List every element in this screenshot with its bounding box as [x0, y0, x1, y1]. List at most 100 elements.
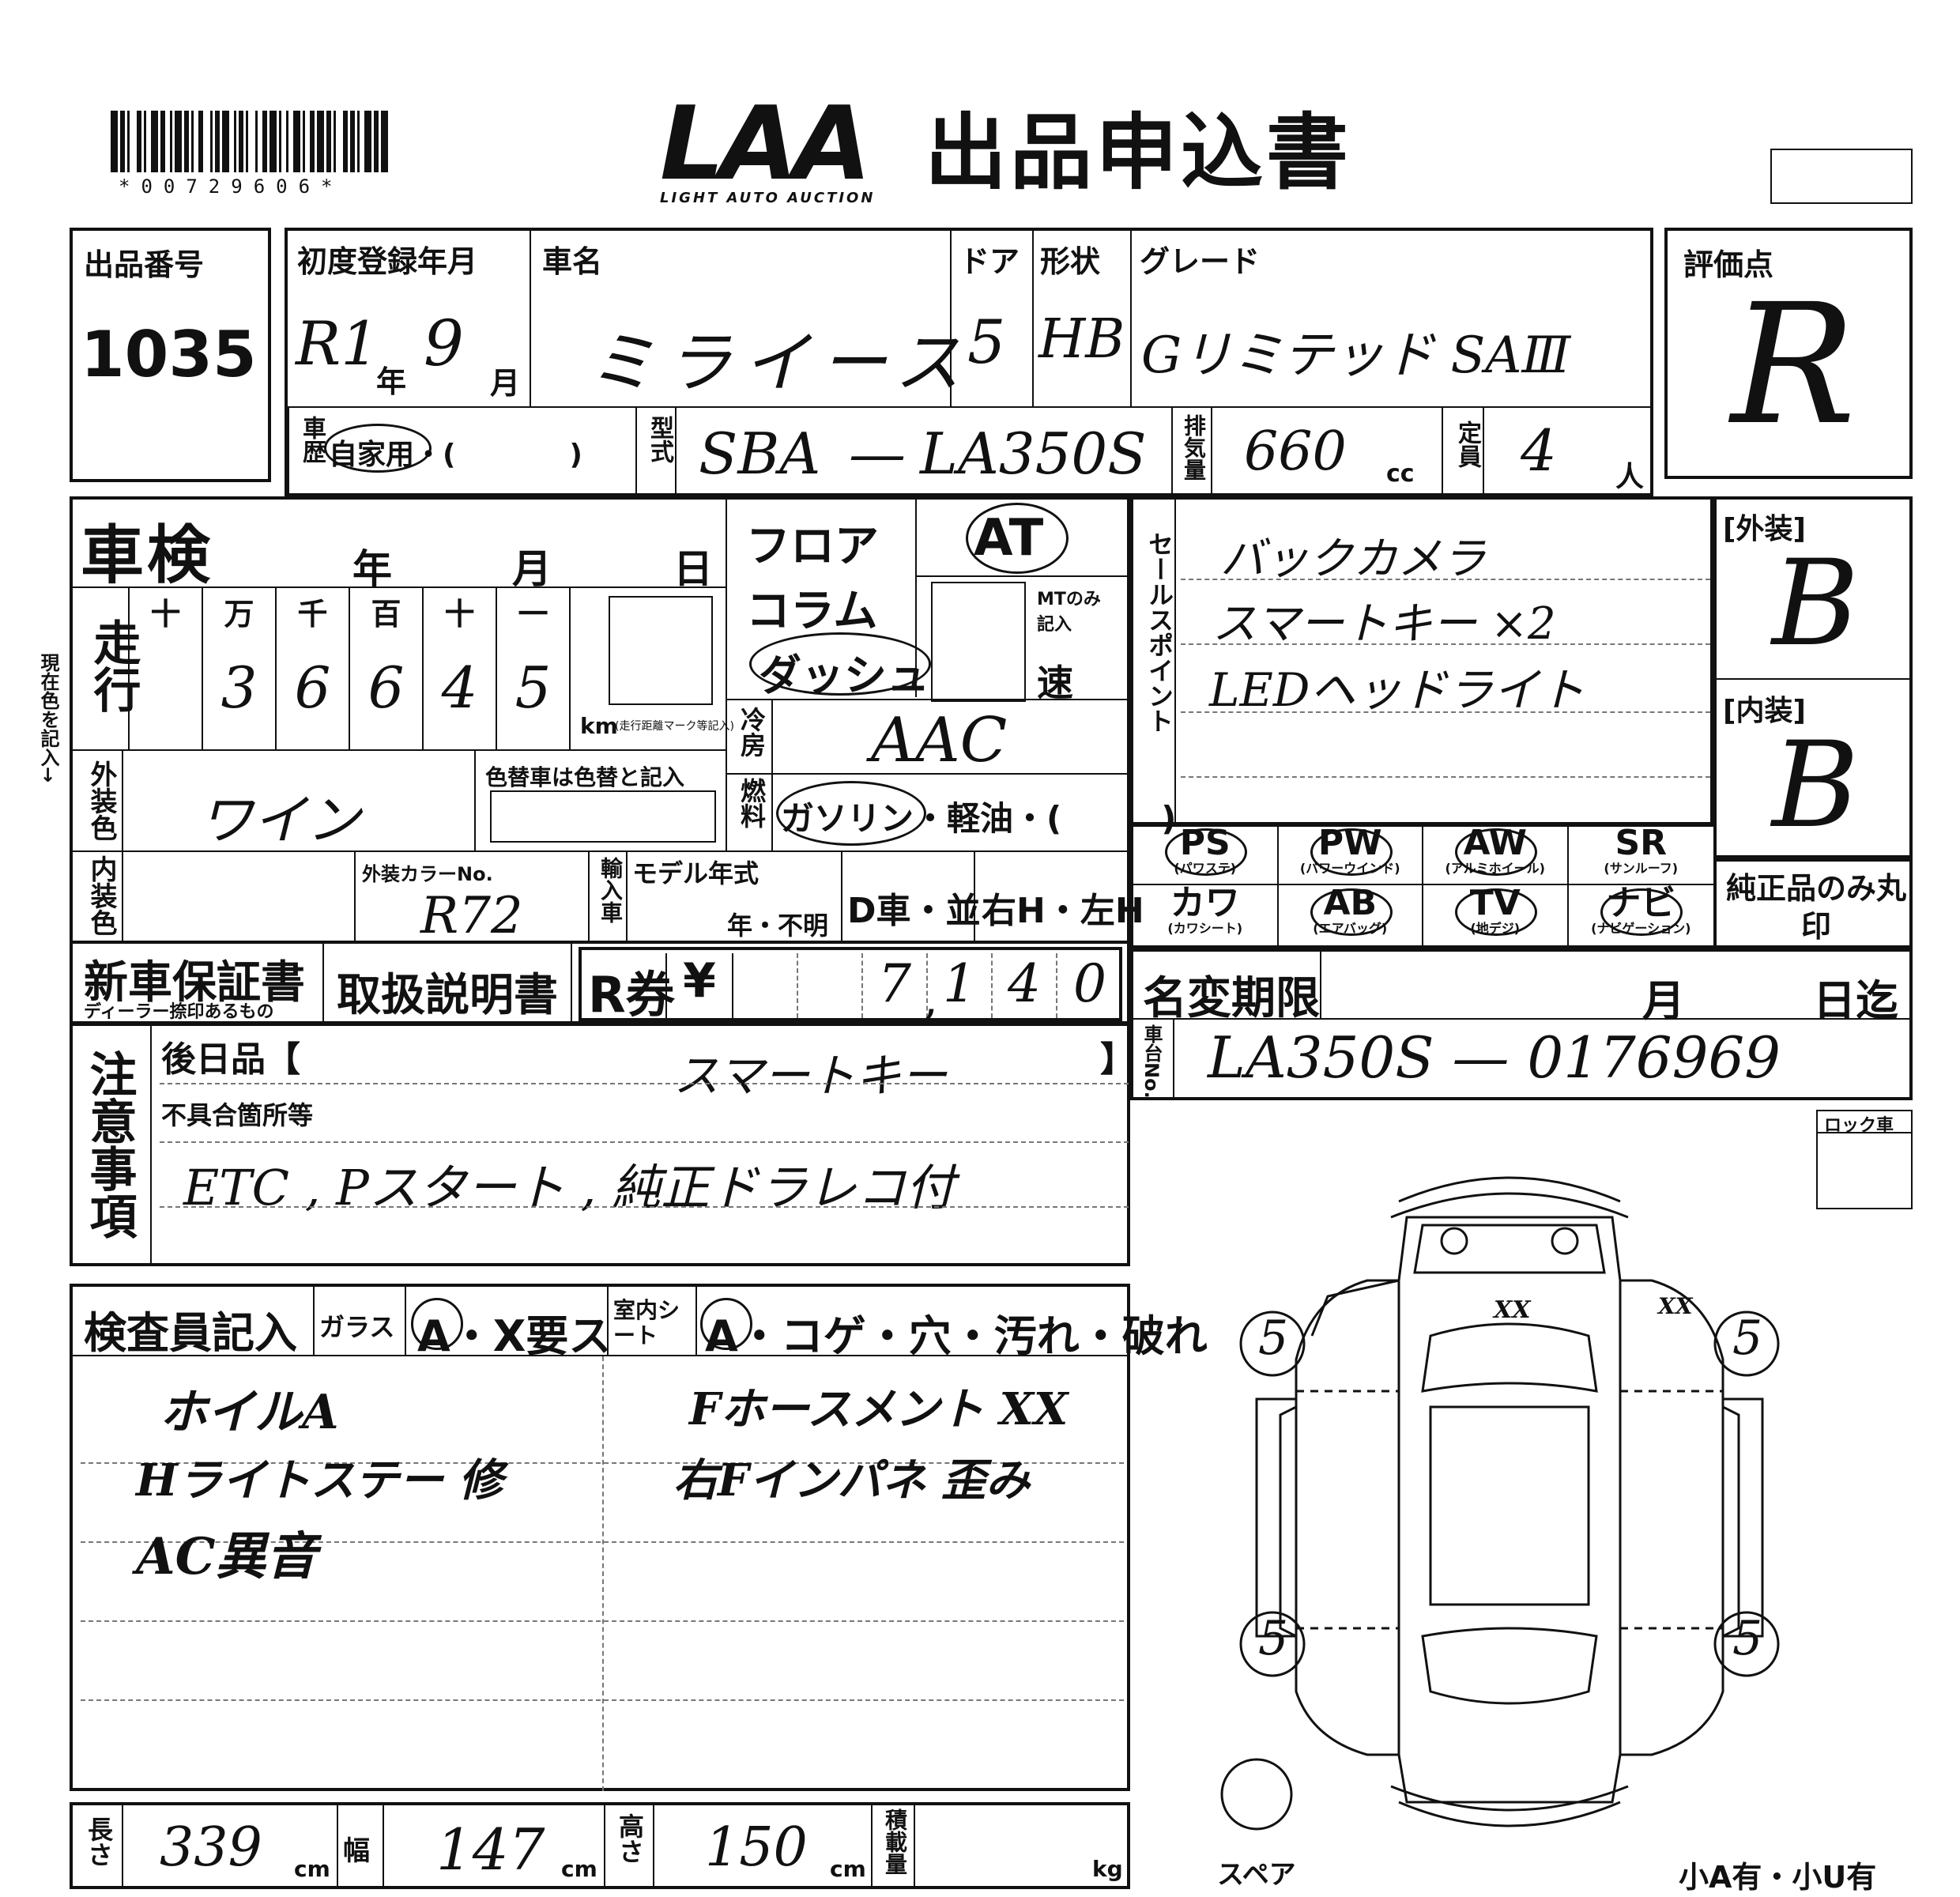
inspector-divider	[602, 1356, 604, 1791]
small-parts-label: 小A有・小U有	[1679, 1860, 1877, 1895]
model-year-label: モデル年式	[632, 858, 760, 888]
barcode-bar	[255, 111, 258, 172]
mileage-column: 十	[128, 586, 202, 749]
displacement-value: 660	[1244, 421, 1347, 483]
exterior-color-label: 外装色	[85, 760, 117, 841]
mileage-unit: km	[580, 713, 618, 739]
notes-box: 注意事項 後日品【 スマートキー 】 不具合箇所等 ETC , Pスタート , …	[70, 1023, 1135, 1266]
vehicle-info-box: 初度登録年月 R1 年 9 月 車名 ミライース ドア 5 形状 HB グレード…	[285, 228, 1653, 496]
barcode-bar	[270, 111, 277, 172]
exterior-color-value: ワイン	[199, 790, 361, 852]
car-name-label: 車名	[542, 244, 603, 279]
equipment-AW: AW(アルミホイール)	[1423, 825, 1569, 885]
tire-rr: 5	[1732, 1611, 1763, 1666]
barcode-bar	[262, 111, 267, 172]
name-change-box: 名変期限 月 日迄 車台No. LA350S — 0176969	[1130, 948, 1913, 1100]
barcode-bar	[334, 111, 336, 172]
mileage-place-header: 百	[371, 597, 401, 632]
score-label: 評価点	[1683, 247, 1774, 282]
barcode-bar	[111, 111, 118, 172]
mileage-label: 走行	[85, 618, 141, 713]
aircon-label: 冷房	[737, 707, 767, 757]
warranty-label: 新車保証書	[84, 957, 305, 1009]
sales-point-1: バックカメラ	[1220, 534, 1486, 585]
handle-options: 右H・左H	[982, 891, 1144, 931]
equipment-PW: PW(パワーウインド)	[1278, 825, 1423, 885]
current-color-note: 現在色を記入→	[37, 653, 59, 783]
seat-label: 室内シート	[613, 1297, 680, 1348]
inspector-note-1: ホイルA	[160, 1385, 339, 1440]
inspector-note-2: Hライトステー 修	[136, 1454, 503, 1507]
color-no-label: 外装カラーNo.	[362, 863, 493, 885]
equipment-box: PS(パワステ)PW(パワーウインド)AW(アルミホイール)SR(サンルーフ)カ…	[1130, 822, 1717, 948]
reg-label: 初度登録年月	[297, 244, 478, 279]
chassis-value: LA350S — 0176969	[1208, 1024, 1781, 1091]
inspector-note-3: AC異音	[136, 1527, 317, 1586]
height-value: 150	[705, 1816, 808, 1879]
width-value: 147	[436, 1816, 545, 1883]
tire-fl: 5	[1258, 1311, 1289, 1366]
shift-dash-circle	[749, 632, 931, 696]
sales-point-label: セールスポイント	[1144, 531, 1174, 734]
reg-era: R1	[296, 308, 379, 379]
barcode-number: *00729606*	[119, 175, 344, 198]
interior-grade-label: [内装]	[1723, 695, 1806, 727]
barcode-bar	[381, 111, 388, 172]
model-code: LA350S	[920, 421, 1147, 487]
grade-label: グレード	[1140, 244, 1261, 279]
equipment-circle	[1310, 888, 1393, 936]
equipment-circle	[1600, 888, 1683, 936]
defects-value: ETC , Pスタート , 純正ドラレコ付	[183, 1159, 956, 1216]
barcode-bar	[303, 111, 305, 172]
barcode-bar	[191, 111, 194, 172]
barcode-bar	[210, 111, 213, 172]
equipment-TV: TV(地デジ)	[1423, 885, 1569, 945]
equipment-AB: AB(エアバッグ)	[1279, 885, 1423, 945]
fuel-label: 燃料	[737, 778, 767, 828]
exterior-grade-value: B	[1772, 535, 1860, 673]
barcode-bar	[239, 111, 243, 172]
mt-note: MTのみ記入	[1037, 590, 1101, 635]
reg-month-unit: 月	[490, 366, 521, 401]
recycle-digit: 0	[1073, 953, 1106, 1014]
barcode-bar	[120, 111, 125, 172]
equipment-sub: (カワシート)	[1167, 921, 1243, 936]
barcode-bar	[184, 111, 189, 172]
capacity-unit: 人	[1615, 461, 1645, 493]
sales-point-box: セールスポイント バックカメラ スマートキー ×2 LEDヘッドライト	[1130, 496, 1713, 827]
recycle-digit	[733, 953, 798, 1018]
tire-rl: 5	[1258, 1611, 1289, 1666]
inspector-label: 検査員記入	[84, 1308, 297, 1358]
dims-box: 長さ 339 cm 幅 147 cm 高さ 150 cm 積載量 kg	[70, 1802, 1130, 1889]
barcode-bar	[293, 111, 300, 172]
barcode-bar	[326, 111, 331, 172]
barcode-graphic	[111, 111, 388, 172]
manual-label: 取扱説明書	[337, 970, 558, 1021]
grade-value: Gリミテッド SAⅢ	[1141, 326, 1571, 385]
form-title: 出品申込書	[925, 104, 1352, 201]
barcode-bar	[137, 111, 141, 172]
genuine-note-box: 純正品のみ丸印	[1713, 858, 1913, 948]
barcode-bar	[144, 111, 146, 172]
barcode-bar	[160, 111, 165, 172]
barcode-bar	[246, 111, 248, 172]
tire-fr: 5	[1732, 1311, 1763, 1366]
notes-label: 注意事項	[81, 1050, 137, 1239]
color-no-value: R72	[420, 887, 523, 945]
reg-year-unit: 年	[376, 364, 407, 399]
mileage-place-header: 十	[150, 597, 181, 632]
mileage-digit: 6	[294, 654, 331, 721]
inspector-note-5: 右Fインパネ 歪み	[673, 1454, 1031, 1507]
glass-label: ガラス	[319, 1312, 395, 1342]
seat-circle	[700, 1298, 752, 1350]
length-label: 長さ	[84, 1816, 114, 1867]
interior-grade-value: B	[1772, 717, 1860, 854]
equipment-カワ: カワ(カワシート)	[1133, 885, 1279, 945]
barcode-bar	[357, 111, 360, 172]
width-unit: cm	[561, 1856, 597, 1882]
exterior-grade-label: [外装]	[1723, 513, 1806, 545]
equipment-ナビ: ナビ(ナビゲーション)	[1569, 885, 1714, 945]
barcode-bar	[374, 111, 379, 172]
